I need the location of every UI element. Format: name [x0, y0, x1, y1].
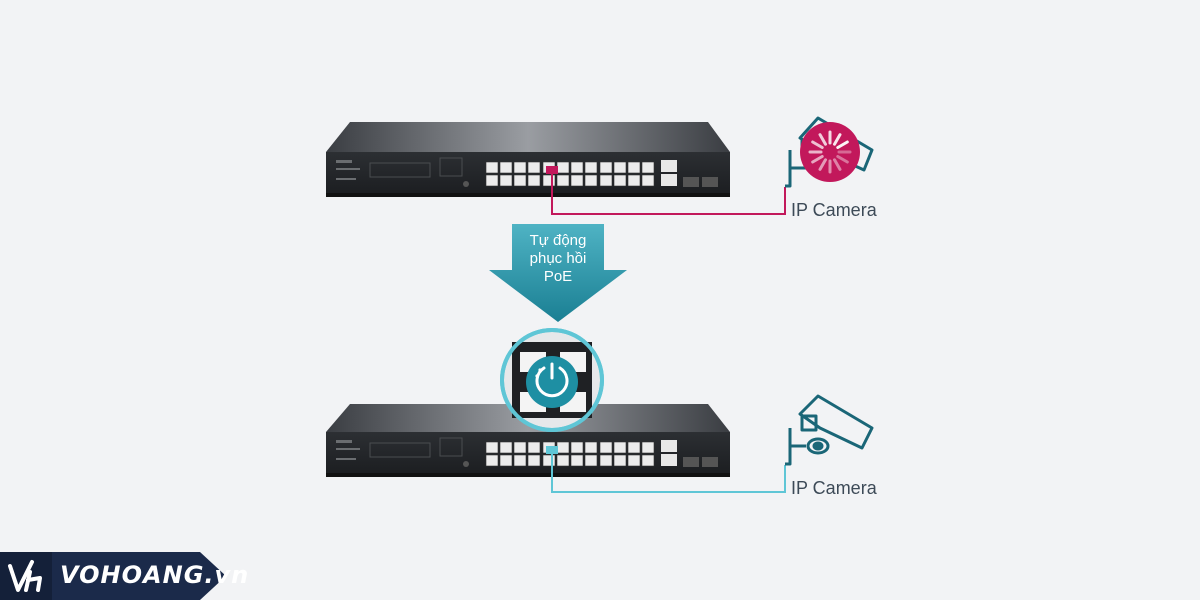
- rj45-port: [599, 161, 613, 174]
- rj45-port: [499, 161, 513, 174]
- rj45-port: [584, 441, 598, 454]
- rj45-port: [570, 454, 584, 467]
- rj45-port: [599, 454, 613, 467]
- brand-banner: [0, 552, 226, 600]
- spinner-spoke: [818, 158, 827, 171]
- rj45-port: [570, 161, 584, 174]
- rj45-port: [584, 454, 598, 467]
- rj45-port: [613, 161, 627, 174]
- rj45-port: [584, 161, 598, 174]
- top-link-line: [551, 170, 786, 215]
- rj45-port: [513, 161, 527, 174]
- rj45-port: [485, 454, 499, 467]
- arrow-caption-line-2: phục hồi: [529, 250, 587, 267]
- bottom-link-line: [551, 450, 786, 493]
- power-restore-icon: [526, 356, 578, 408]
- rj45-port: [613, 174, 627, 187]
- top-switch: [326, 122, 730, 197]
- rj45-port: [485, 174, 499, 187]
- rj45-port: [499, 441, 513, 454]
- rj45-port: [556, 441, 570, 454]
- rj45-port: [485, 161, 499, 174]
- rj45-port: [627, 174, 641, 187]
- recovery-arrow: [489, 224, 627, 322]
- top-switch-leds: [336, 157, 463, 180]
- bottom-camera-label: IP Camera: [791, 478, 877, 498]
- rj45-port: [641, 174, 655, 187]
- loading-spinner-icon: [800, 122, 860, 182]
- rj45-port: [527, 174, 541, 187]
- arrow-caption-line-1: Tự động: [529, 232, 587, 249]
- rj45-port: [485, 441, 499, 454]
- rj45-port: [570, 441, 584, 454]
- rj45-port: [499, 174, 513, 187]
- rj45-port: [599, 441, 613, 454]
- rj45-port: [556, 174, 570, 187]
- bottom-active-port: [546, 446, 558, 454]
- spinner-spoke: [811, 140, 824, 149]
- rj45-port: [513, 441, 527, 454]
- rj45-port: [584, 174, 598, 187]
- rj45-port: [570, 174, 584, 187]
- rj45-port: [527, 454, 541, 467]
- vh-logo-icon: [8, 560, 42, 592]
- rj45-port: [641, 161, 655, 174]
- arrow-caption: Tự động phục hồi PoE: [508, 232, 608, 286]
- bottom-switch-leds: [336, 437, 463, 460]
- rj45-port: [527, 441, 541, 454]
- spinner-spoke: [836, 140, 849, 149]
- bottom-ip-camera-icon: [785, 394, 874, 466]
- rj45-port: [556, 454, 570, 467]
- spinner-spoke: [833, 133, 842, 146]
- rj45-port: [499, 454, 513, 467]
- brand-name: VOHOANG.vn: [60, 561, 250, 589]
- rj45-port: [641, 454, 655, 467]
- spinner-spoke: [833, 158, 842, 171]
- top-active-port: [546, 166, 558, 174]
- spinner-spoke: [811, 155, 824, 164]
- top-camera-label: IP Camera: [791, 200, 877, 220]
- rj45-port: [613, 441, 627, 454]
- spinner-spoke: [836, 155, 849, 164]
- rj45-port: [527, 161, 541, 174]
- rj45-port: [513, 174, 527, 187]
- rj45-port: [599, 174, 613, 187]
- arrow-caption-line-3: PoE: [543, 268, 573, 285]
- rj45-port: [542, 174, 556, 187]
- rj45-port: [613, 454, 627, 467]
- rj45-port: [627, 441, 641, 454]
- rj45-port: [627, 454, 641, 467]
- rj45-port: [513, 454, 527, 467]
- rj45-port: [556, 161, 570, 174]
- rj45-port: [641, 441, 655, 454]
- rj45-port: [627, 161, 641, 174]
- spinner-spoke: [818, 133, 827, 146]
- rj45-port: [542, 454, 556, 467]
